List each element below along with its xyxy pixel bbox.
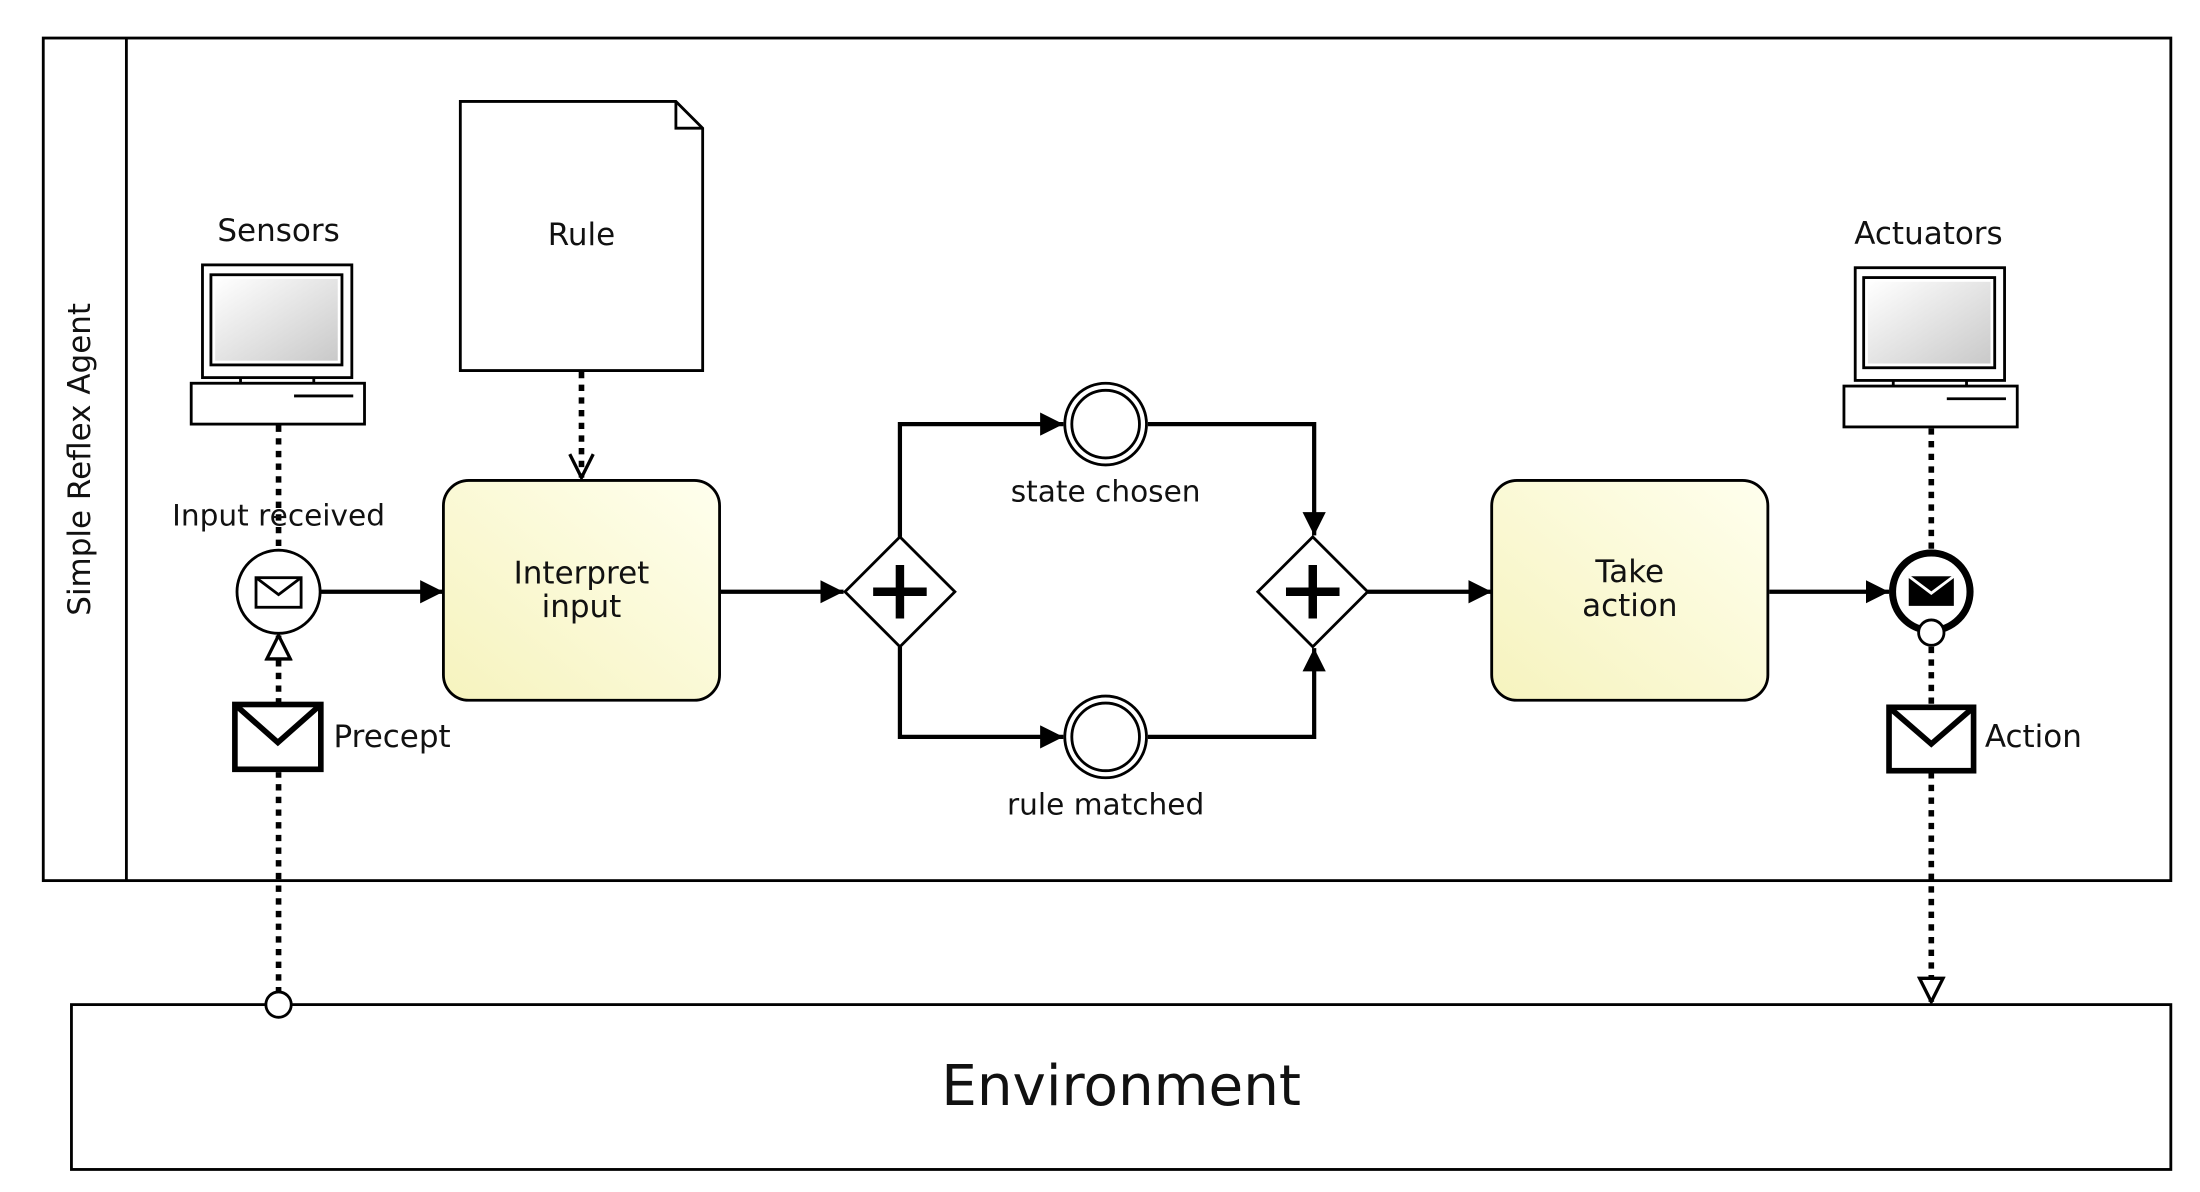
plus-icon [1285,565,1340,619]
actuators-computer-icon[interactable] [1842,266,2019,429]
flow-state-chosen-to-join [1147,421,1326,536]
sequence-flows [320,412,1890,749]
rule-data-object[interactable]: Rule [458,100,705,372]
flow-rule-matched-to-join [1147,648,1326,740]
state-chosen-label: state chosen [1011,475,1201,509]
message-flow-source-circle [1917,618,1946,647]
rule-matched-event[interactable] [1063,694,1148,780]
actuators-label: Actuators [1854,216,2002,252]
plus-icon [873,565,927,619]
precept-label: Precept [334,719,451,755]
action-label: Action [1985,719,2082,755]
state-chosen-event[interactable] [1063,381,1148,467]
sensors-computer-icon[interactable] [189,263,366,426]
rule-matched-label: rule matched [1007,787,1204,821]
input-received-label: Input received [172,499,385,533]
interpret-input-line-2: input [542,589,622,625]
message-flows [279,371,1932,1002]
sensors-label: Sensors [217,213,339,249]
take-action-line-1: Take [1594,554,1664,590]
parallel-split-gateway[interactable] [842,534,957,649]
interpret-input-task[interactable]: Interpret input [442,479,721,702]
pool-label: Simple Reflex Agent [62,303,98,616]
take-action-task[interactable]: Take action [1490,479,1770,702]
flow-split-to-state-chosen [897,412,1064,537]
envelope-icon [254,576,303,609]
rule-label: Rule [548,217,615,253]
message-flow-source-circle [264,990,293,1019]
envelope-filled-icon [1907,575,1955,606]
environment-pool[interactable]: Environment [70,1003,2173,1171]
action-message-icon[interactable] [1886,704,1977,774]
take-action-line-2: action [1582,588,1677,624]
input-received-start-event[interactable] [235,548,322,635]
parallel-join-gateway[interactable] [1255,534,1370,649]
interpret-input-line-1: Interpret [514,555,650,591]
environment-label: Environment [941,1054,1301,1119]
precept-message-icon[interactable] [232,701,324,773]
flow-split-to-rule-matched [897,646,1064,749]
